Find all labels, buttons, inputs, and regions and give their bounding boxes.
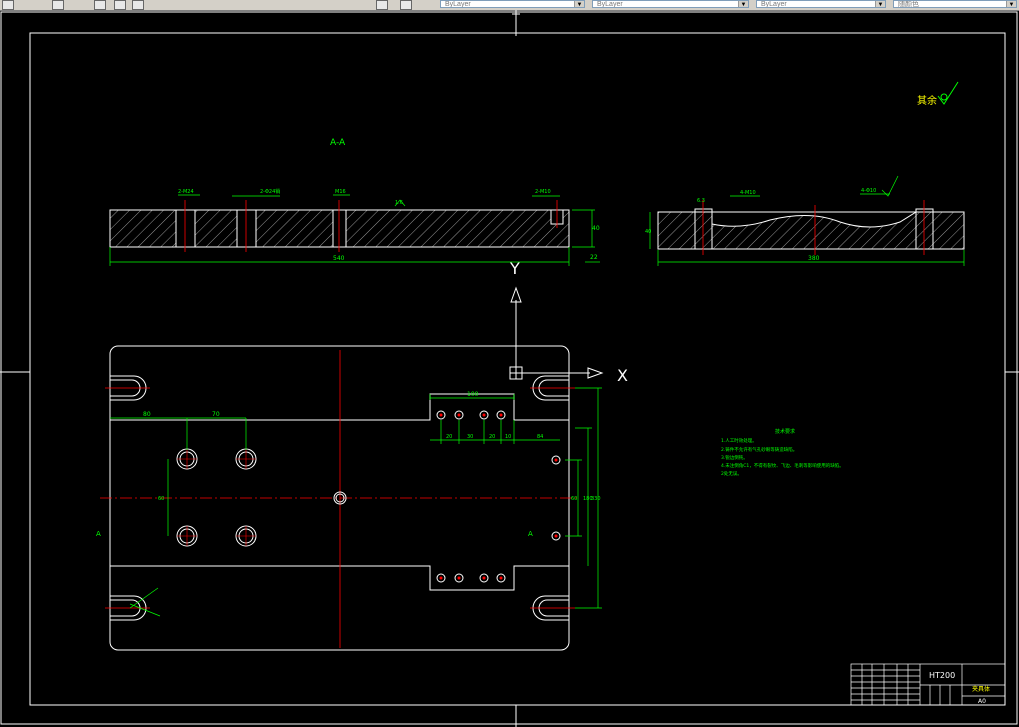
section-a-right: A — [528, 530, 533, 538]
drawing-frame — [29, 32, 1006, 706]
lineweight-combo[interactable]: ByLayer▼ — [592, 0, 749, 8]
dim-60: 60 — [158, 496, 164, 502]
dim-hole-a: 2-M24 — [178, 189, 194, 195]
dim-offset: 22 — [590, 254, 598, 261]
ucs-icon — [509, 286, 604, 380]
chevron-down-icon[interactable]: ▼ — [1006, 1, 1016, 7]
sheet-outer-border — [0, 11, 1018, 725]
right-view-width: 380 — [808, 255, 820, 262]
drawing-canvas[interactable]: A-A 其余 5 — [0, 10, 1019, 727]
right-view-d: 6.3 — [697, 198, 705, 204]
dim-20a: 20 — [446, 434, 452, 440]
notes-line-3: 3.锐边倒钝。 — [721, 454, 748, 461]
right-view-c: 40 — [645, 229, 651, 235]
save-icon[interactable] — [2, 0, 14, 10]
axis-y-label: Y — [509, 259, 520, 278]
plotstyle-combo[interactable]: 随颜色▼ — [893, 0, 1017, 8]
section-a-left: A — [96, 530, 101, 538]
title-scale: A0 — [978, 698, 986, 705]
linetype-combo[interactable]: ByLayer▼ — [440, 0, 585, 8]
dim-84: 84 — [537, 434, 543, 440]
dim-thickness: 40 — [592, 225, 600, 232]
notes-title: 技术要求 — [775, 428, 795, 435]
roughness-label: 其余 — [917, 94, 937, 107]
match-properties-icon[interactable] — [400, 0, 412, 10]
dim-60b: 60 — [571, 496, 577, 502]
dim-330: 330 — [591, 496, 601, 502]
dim-80: 80 — [143, 411, 151, 418]
right-view-a: 4-M10 — [740, 190, 756, 196]
cad-toolbar: ByLayer▼ ByLayer▼ ByLayer▼ 随颜色▼ — [0, 0, 1019, 11]
technical-notes: 技术要求 1.人工时效处理。 2.铸件不允许有气孔砂眼等铸造缺陷。 3.锐边倒钝… — [721, 428, 844, 477]
roughness-a: 1.6 — [395, 200, 403, 206]
section-label: A-A — [330, 138, 346, 148]
chevron-down-icon[interactable]: ▼ — [574, 1, 584, 7]
plan-view: 80 70 100 20 30 20 10 84 60 180 330 60 A… — [96, 345, 602, 651]
roughness-symbol: 其余 — [917, 81, 959, 107]
notes-line-4: 4.未注倒角C1，不得有裂纹、飞边、毛刺等影响使用的缺陷。 — [721, 462, 844, 469]
dim-70: 70 — [212, 411, 220, 418]
notes-line-1: 1.人工时效处理。 — [721, 437, 757, 444]
notes-line-5: 2处无误。 — [721, 470, 742, 477]
right-view-b: 4-Φ10 — [861, 188, 876, 194]
title-block — [850, 663, 1006, 706]
dim-20b: 20 — [489, 434, 495, 440]
dim-hole-c: M16 — [335, 189, 346, 195]
dim-30a: 30 — [467, 434, 473, 440]
layer-icon[interactable] — [52, 0, 64, 10]
sun-icon[interactable] — [94, 0, 106, 10]
chevron-down-icon[interactable]: ▼ — [875, 1, 885, 7]
dim-length: 540 — [333, 255, 345, 262]
title-part-name: 夹具体 — [972, 685, 990, 693]
color-square-icon[interactable] — [132, 0, 144, 10]
title-material: HT200 — [929, 671, 955, 680]
dim-10: 10 — [505, 434, 511, 440]
notes-line-2: 2.铸件不允许有气孔砂眼等铸造缺陷。 — [721, 446, 797, 453]
crosshair-ticks — [0, 10, 1019, 727]
section-view: 540 40 22 2-M24 2-Φ24销 M16 2-M10 1.6 — [109, 188, 600, 266]
dim-100: 100 — [467, 391, 479, 398]
dim-hole-b: 2-Φ24销 — [260, 188, 280, 195]
layer-previous-icon[interactable] — [376, 0, 388, 10]
axis-x-label: X — [617, 366, 628, 385]
side-view: 380 4-M10 4-Φ10 40 6.3 — [645, 175, 965, 266]
chevron-down-icon[interactable]: ▼ — [738, 1, 748, 7]
dim-hole-d: 2-M10 — [535, 189, 551, 195]
color-combo[interactable]: ByLayer▼ — [756, 0, 886, 8]
lock-icon[interactable] — [114, 0, 126, 10]
dim-180: 180 — [583, 496, 593, 502]
